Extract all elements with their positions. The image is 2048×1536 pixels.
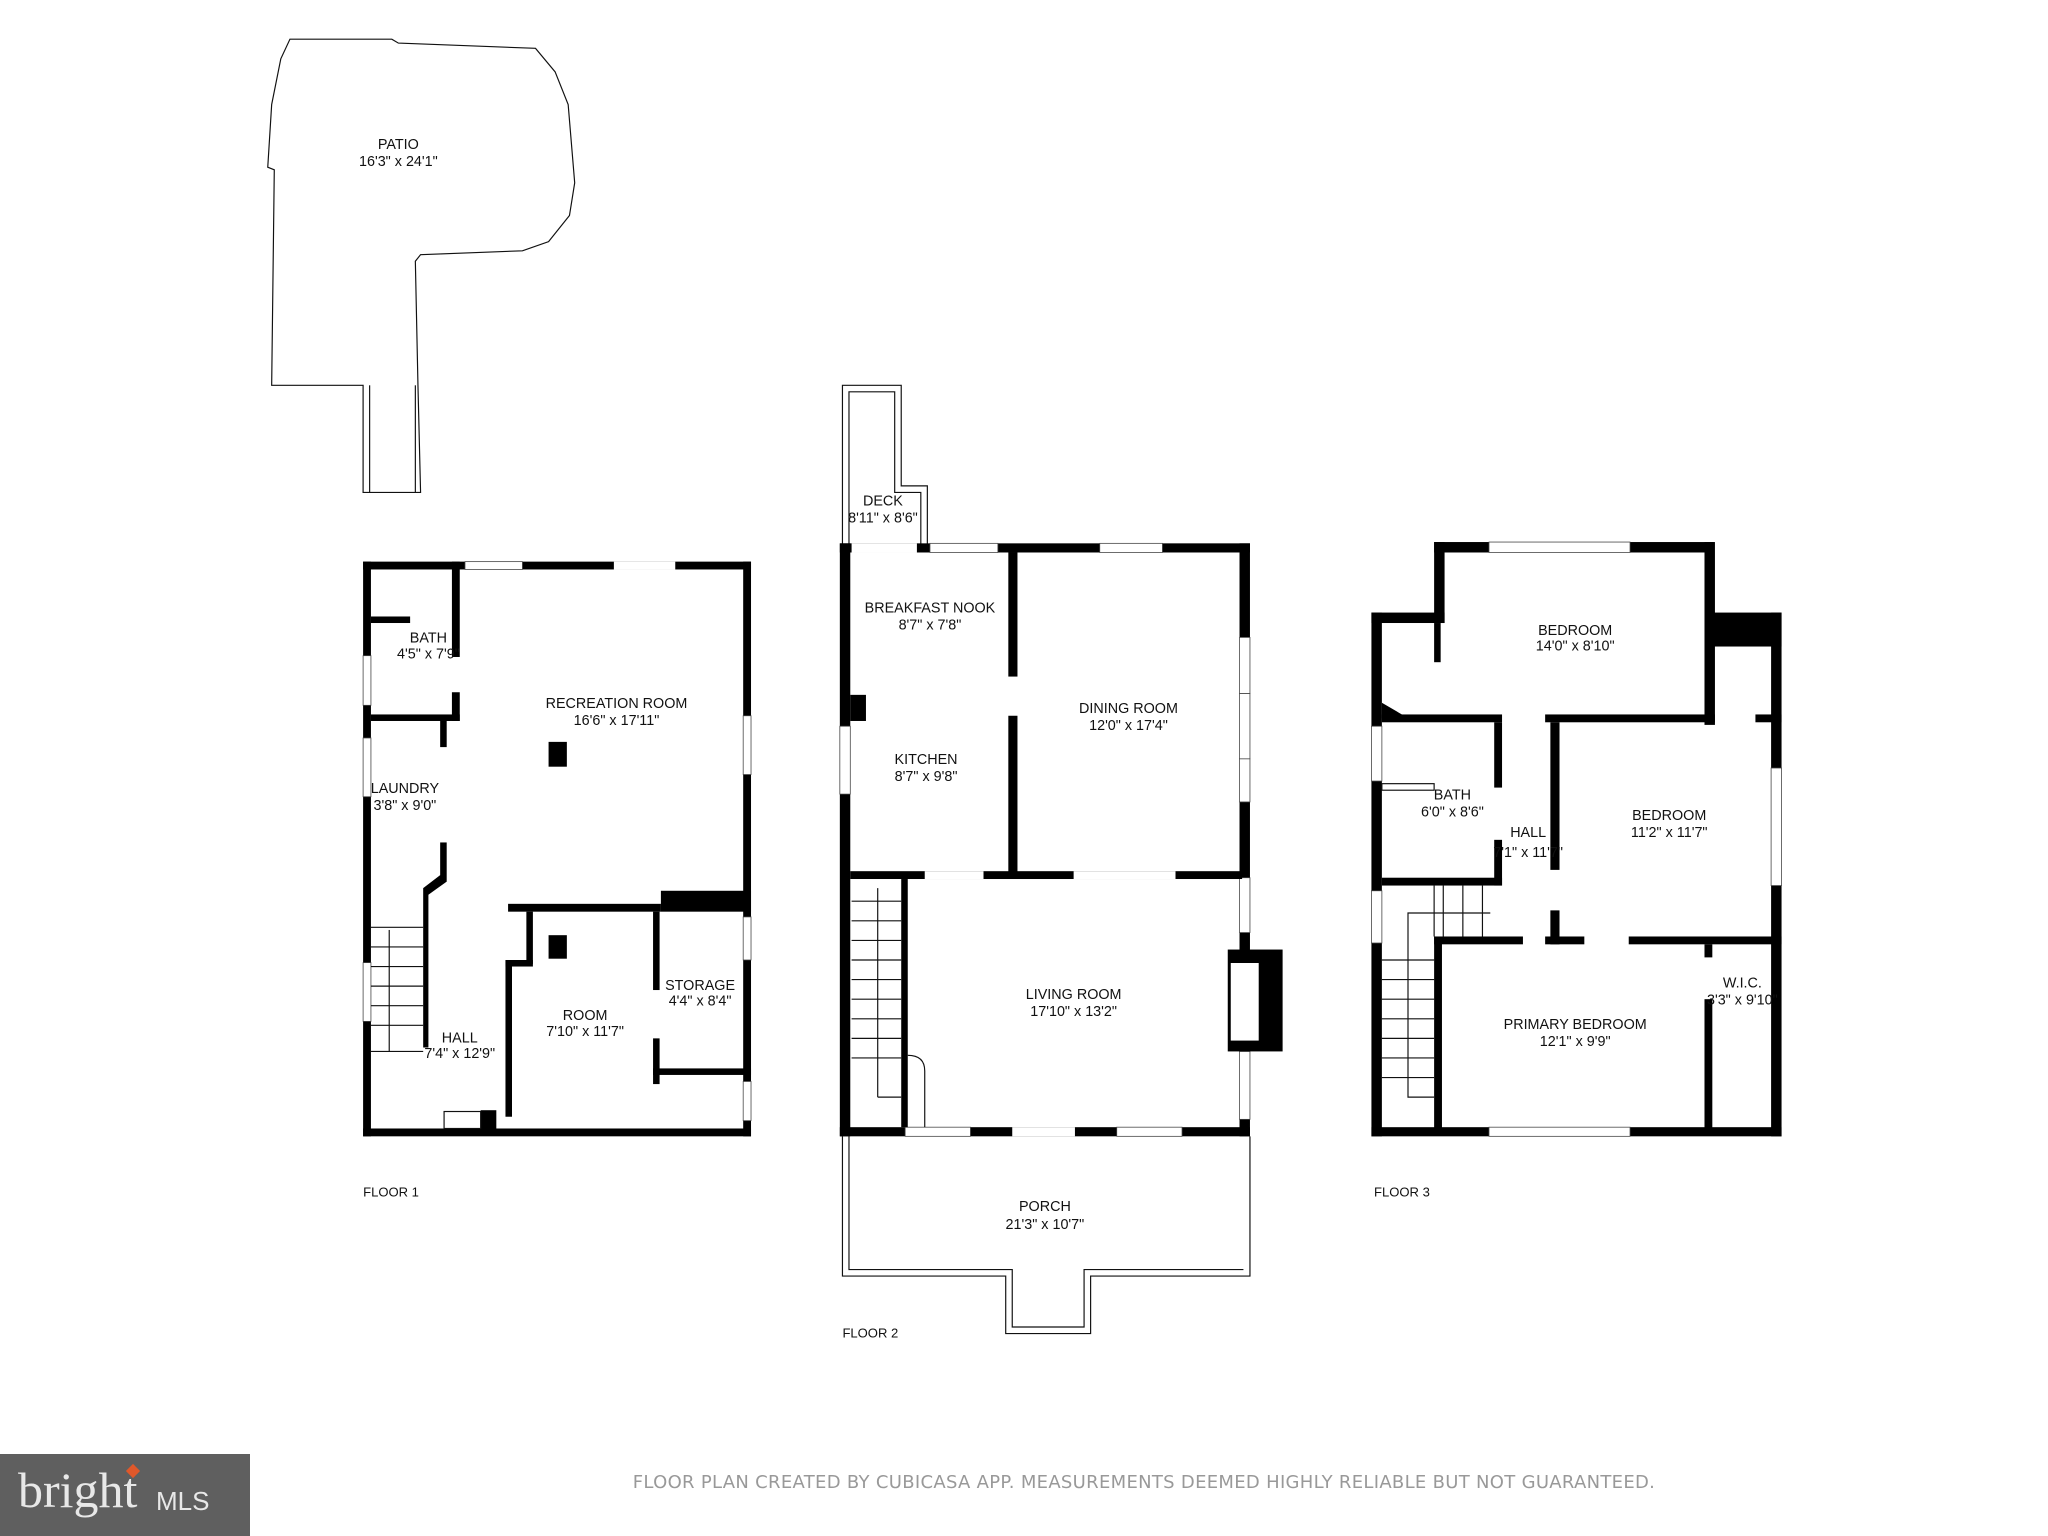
- room-name: PATIO: [378, 137, 419, 153]
- floor-2: DECK 8'11" x 8'6" BREAKFAST NOOK 8'7" x …: [839, 384, 1283, 1340]
- room-name: ROOM: [563, 1008, 608, 1024]
- room-name: RECREATION ROOM: [546, 696, 688, 712]
- room-size: 4'4" x 8'4": [669, 994, 732, 1010]
- room-name: PORCH: [1019, 1199, 1071, 1215]
- room-size: 4'5" x 7'9": [397, 646, 460, 662]
- room-name: BEDROOM: [1538, 623, 1612, 639]
- room-size: 11'2" x 11'7": [1631, 825, 1708, 841]
- room-size: 3'8" x 9'0": [374, 798, 437, 814]
- room-size: 21'3" x 10'7": [1006, 1217, 1085, 1233]
- floor-label: FLOOR 1: [363, 1184, 419, 1199]
- room-size: 8'7" x 9'8": [895, 769, 958, 785]
- room-size: 7'4" x 12'9": [424, 1046, 495, 1062]
- floor-label: FLOOR 2: [842, 1325, 898, 1340]
- room-size: 12'0" x 17'4": [1089, 718, 1168, 734]
- room-name: DECK: [863, 493, 903, 509]
- room-size: 12'1" x 9'9": [1540, 1034, 1611, 1050]
- room-name: KITCHEN: [895, 752, 958, 768]
- floor-1: BATH 4'5" x 7'9" RECREATION ROOM 16'6" x…: [362, 561, 752, 1199]
- room-name: BATH: [1434, 787, 1471, 803]
- room-size: 6'0" x 8'6": [1421, 804, 1484, 820]
- room-size: 16'6" x 17'11": [574, 713, 660, 729]
- room-size: 8'11" x 8'6": [848, 510, 918, 526]
- logo-text: bright: [18, 1462, 138, 1518]
- room-size: 16'3" x 24'1": [359, 154, 438, 170]
- room-name: HALL: [1510, 825, 1546, 841]
- room-name: LIVING ROOM: [1026, 987, 1122, 1003]
- bright-mls-logo: bright MLS: [0, 1454, 250, 1536]
- room-name: STORAGE: [665, 978, 735, 994]
- room-name: BATH: [410, 631, 447, 647]
- room-size: 7'1" x 11'7": [1493, 845, 1563, 861]
- floor-label: FLOOR 3: [1374, 1184, 1430, 1199]
- room-name: LAUNDRY: [371, 781, 440, 797]
- disclaimer: FLOOR PLAN CREATED BY CUBICASA APP. MEAS…: [632, 1472, 1656, 1493]
- room-size: 17'10" x 13'2": [1030, 1004, 1117, 1020]
- room-size: 8'7" x 7'8": [899, 618, 962, 634]
- room-name: DINING ROOM: [1079, 701, 1178, 717]
- room-size: 3'3" x 9'10": [1707, 992, 1778, 1008]
- floor-3: BEDROOM 14'0" x 8'10" BATH 6'0" x 8'6" H…: [1371, 541, 1782, 1199]
- room-name: BEDROOM: [1632, 808, 1706, 824]
- room-name: BREAKFAST NOOK: [865, 601, 996, 617]
- patio: PATIO 16'3" x 24'1": [267, 38, 576, 493]
- room-name: W.I.C.: [1723, 975, 1762, 991]
- room-name: HALL: [442, 1030, 478, 1046]
- logo-suffix: MLS: [156, 1486, 210, 1516]
- room-size: 14'0" x 8'10": [1536, 638, 1615, 654]
- room-name: PRIMARY BEDROOM: [1504, 1017, 1647, 1033]
- room-size: 7'10" x 11'7": [546, 1024, 624, 1040]
